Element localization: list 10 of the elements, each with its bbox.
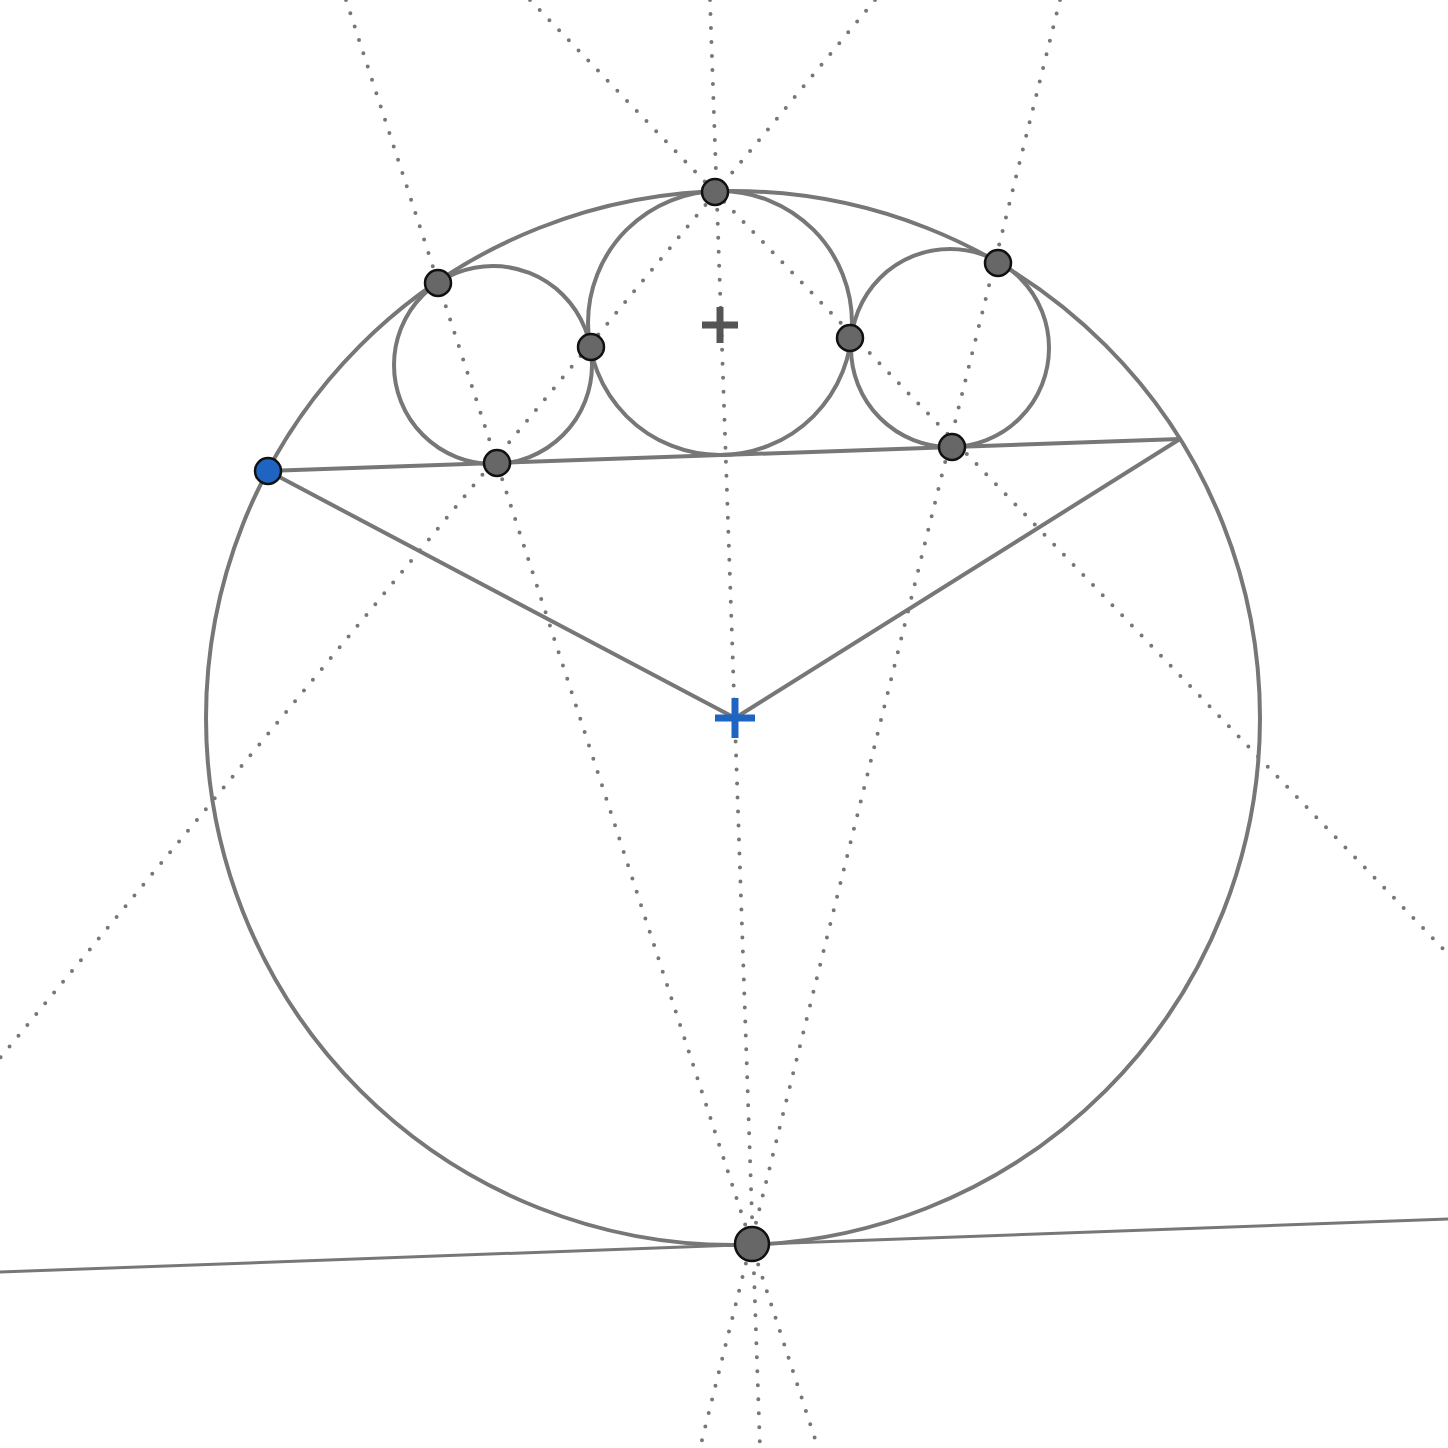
point-dot <box>937 432 967 462</box>
point-dot <box>835 323 865 353</box>
point-dot <box>576 332 606 362</box>
point-dot <box>700 177 730 207</box>
point-dot <box>423 268 453 298</box>
line-segment <box>280 437 1181 473</box>
point-dot <box>733 1225 771 1263</box>
point-dot <box>983 248 1013 278</box>
point-dot <box>482 448 512 478</box>
point-dot <box>253 456 283 486</box>
